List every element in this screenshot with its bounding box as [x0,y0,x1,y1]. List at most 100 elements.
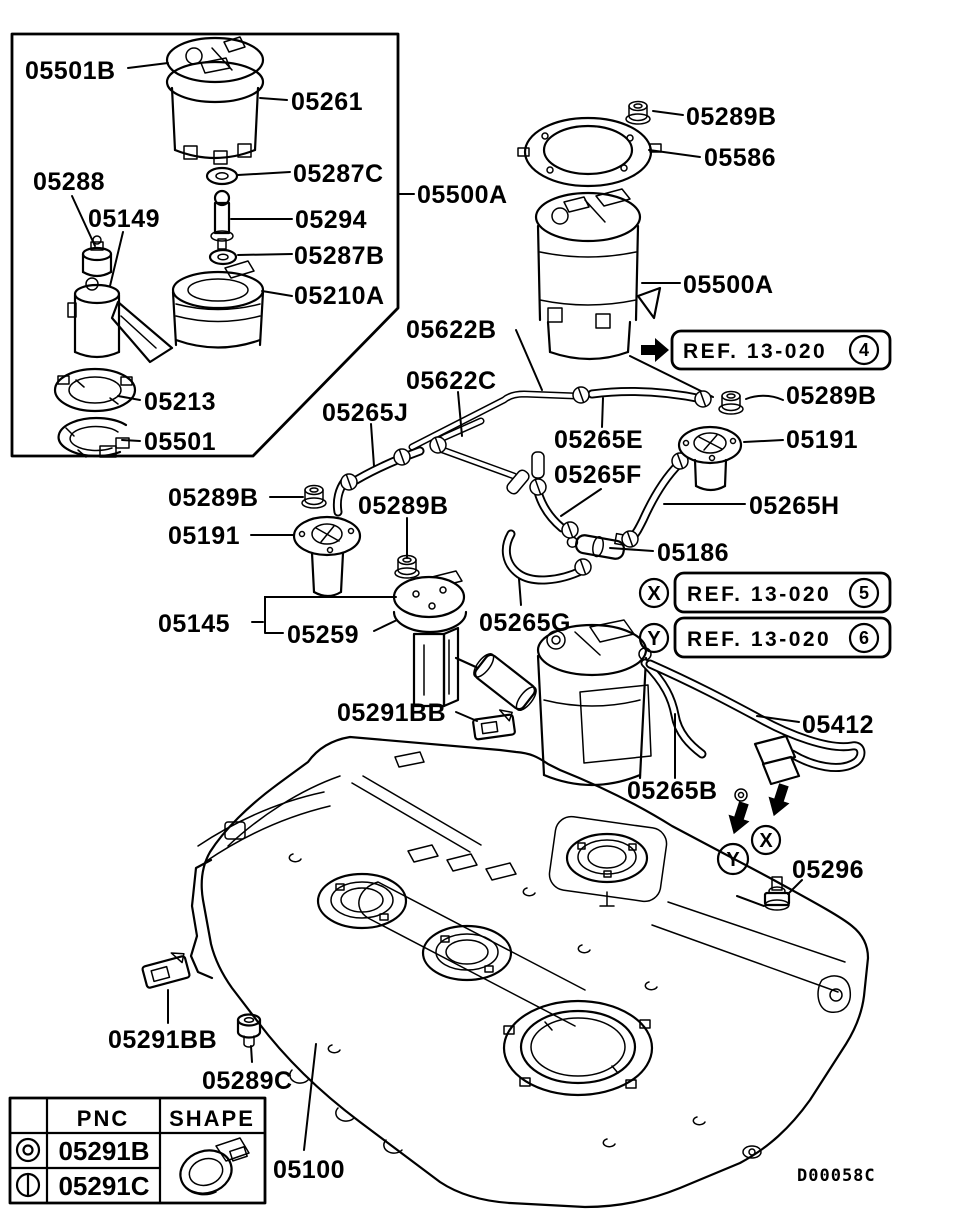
hose-clip-icon [429,436,447,454]
hose-clip-icon [621,530,639,548]
pump-module-05500A-drawing [534,188,662,361]
tank-pump-boss [565,832,649,907]
bolt-05289C-drawing [236,1013,262,1048]
sender-and-canister: X Y [251,570,866,911]
canister-drawing [536,619,652,787]
part-label-05186[interactable]: 05186 [657,539,729,567]
pipe-fitting [506,469,530,495]
ref-num-circle [848,577,880,609]
flange-plate-05501B-drawing [165,36,265,165]
nut-icon [625,100,651,125]
part-label-05265e[interactable]: 05265E [554,426,643,454]
clip-05291BB-lower-drawing [141,952,191,989]
hose-clip-icon [574,558,592,576]
part-label-05412[interactable]: 05412 [802,711,874,739]
part-label-05586[interactable]: 05586 [704,144,776,172]
hose-clip-icon [561,521,579,539]
ref-marker-circle [638,622,670,654]
filler-flange-right-drawing [677,425,743,492]
valve-05294-drawing [210,189,234,250]
part-label-05622b[interactable]: 05622B [406,316,497,344]
pump-module-assembly [517,100,714,398]
part-label-05100[interactable]: 05100 [273,1156,345,1184]
tank-boss-left [316,872,408,930]
part-label-05265j[interactable]: 05265J [322,399,408,427]
part-labels: 05501B 05261 05287C 05288 05149 05294 05… [25,57,877,1184]
filter-05288-drawing [81,235,113,278]
ref-num: 6 [859,628,869,648]
part-label-05289b-right[interactable]: 05289B [786,382,877,410]
part-label-05289b-center[interactable]: 05289B [358,492,449,520]
table-cell-pnc[interactable]: 05291C [58,1171,149,1201]
part-label-05145[interactable]: 05145 [158,610,230,638]
part-label-05622c[interactable]: 05622C [406,367,497,395]
locator-letter-x: X [759,830,773,852]
circle-with-bar-icon [15,1172,41,1198]
part-label-05213[interactable]: 05213 [144,388,216,416]
hose-clip-icon [572,386,590,404]
ref-num-circle [848,622,880,654]
part-label-05265g[interactable]: 05265G [479,609,571,637]
ref-marker-letter: X [647,583,661,605]
part-label-05291bb-upper[interactable]: 05291BB [337,699,446,727]
part-label-05500a[interactable]: 05500A [683,271,774,299]
nut-icon [718,390,744,415]
inset-box-assembly [10,32,415,458]
part-label-05259[interactable]: 05259 [287,621,359,649]
part-label-05287c[interactable]: 05287C [293,160,384,188]
diagram-code: D00058C [797,1166,876,1186]
part-label-05501[interactable]: 05501 [144,428,216,456]
fuel-tank-drawing [141,735,870,1209]
part-label-05191-left[interactable]: 05191 [168,522,240,550]
washer-05287C-drawing [205,166,239,186]
ref-box-label: REF. 13-020 [683,340,827,363]
part-label-05261[interactable]: 05261 [291,88,363,116]
gasket-ring-05586-drawing [517,116,662,188]
locator-circle-y [716,842,750,876]
part-label-05289b-midleft[interactable]: 05289B [168,484,259,512]
part-label-05191-right[interactable]: 05191 [786,426,858,454]
ref-box-border [673,571,892,614]
part-label-05149[interactable]: 05149 [88,205,160,233]
ref-box-4[interactable]: REF. 13-020 4 [641,329,892,371]
nut-icon [301,484,327,509]
part-label-05265b[interactable]: 05265B [627,777,718,805]
table-header-shape: SHAPE [169,1106,255,1131]
part-label-05265h[interactable]: 05265H [749,492,840,520]
hose-connector [761,755,801,786]
grommet-ring [734,788,748,802]
ref-num-circle [848,334,880,366]
part-label-05265f[interactable]: 05265F [554,461,642,489]
part-label-05287b[interactable]: 05287B [294,242,385,270]
clip-05501-drawing [57,416,130,458]
hose-clip-icon [340,473,358,491]
part-label-05288[interactable]: 05288 [33,168,105,196]
part-label-05289b-top[interactable]: 05289B [686,103,777,131]
fuel-hose-cluster [250,329,784,606]
ref-num: 4 [859,340,869,360]
table-cell-pnc[interactable]: 05291B [58,1136,149,1166]
black-right-arrow-icon [641,338,669,362]
locator-letter-y: Y [726,849,740,871]
ref-box-6[interactable]: Y REF. 13-020 6 [638,616,892,659]
black-down-arrow-icon [723,799,755,838]
ring-05213-drawing [53,367,137,413]
clamp-shape-drawing [179,1137,250,1196]
part-label-05500a-inset[interactable]: 05500A [417,181,508,209]
part-label-05296[interactable]: 05296 [792,856,864,884]
hose-clip-icon [694,390,712,408]
part-label-05294[interactable]: 05294 [295,206,367,234]
part-label-05501b[interactable]: 05501B [25,57,116,85]
ref-box-5[interactable]: X REF. 13-020 5 [638,571,892,614]
part-label-05210a[interactable]: 05210A [294,282,385,310]
double-circle-icon [15,1137,41,1163]
part-label-05289c[interactable]: 05289C [202,1067,293,1095]
tank-ring-large [502,999,654,1097]
part-label-05291bb-lower[interactable]: 05291BB [108,1026,217,1054]
inset-box-border [10,32,400,458]
ref-box-border [673,616,892,659]
hose-clip-icon [529,478,547,496]
ref-num: 5 [859,583,869,603]
ref-box-label: REF. 13-020 [687,583,831,606]
